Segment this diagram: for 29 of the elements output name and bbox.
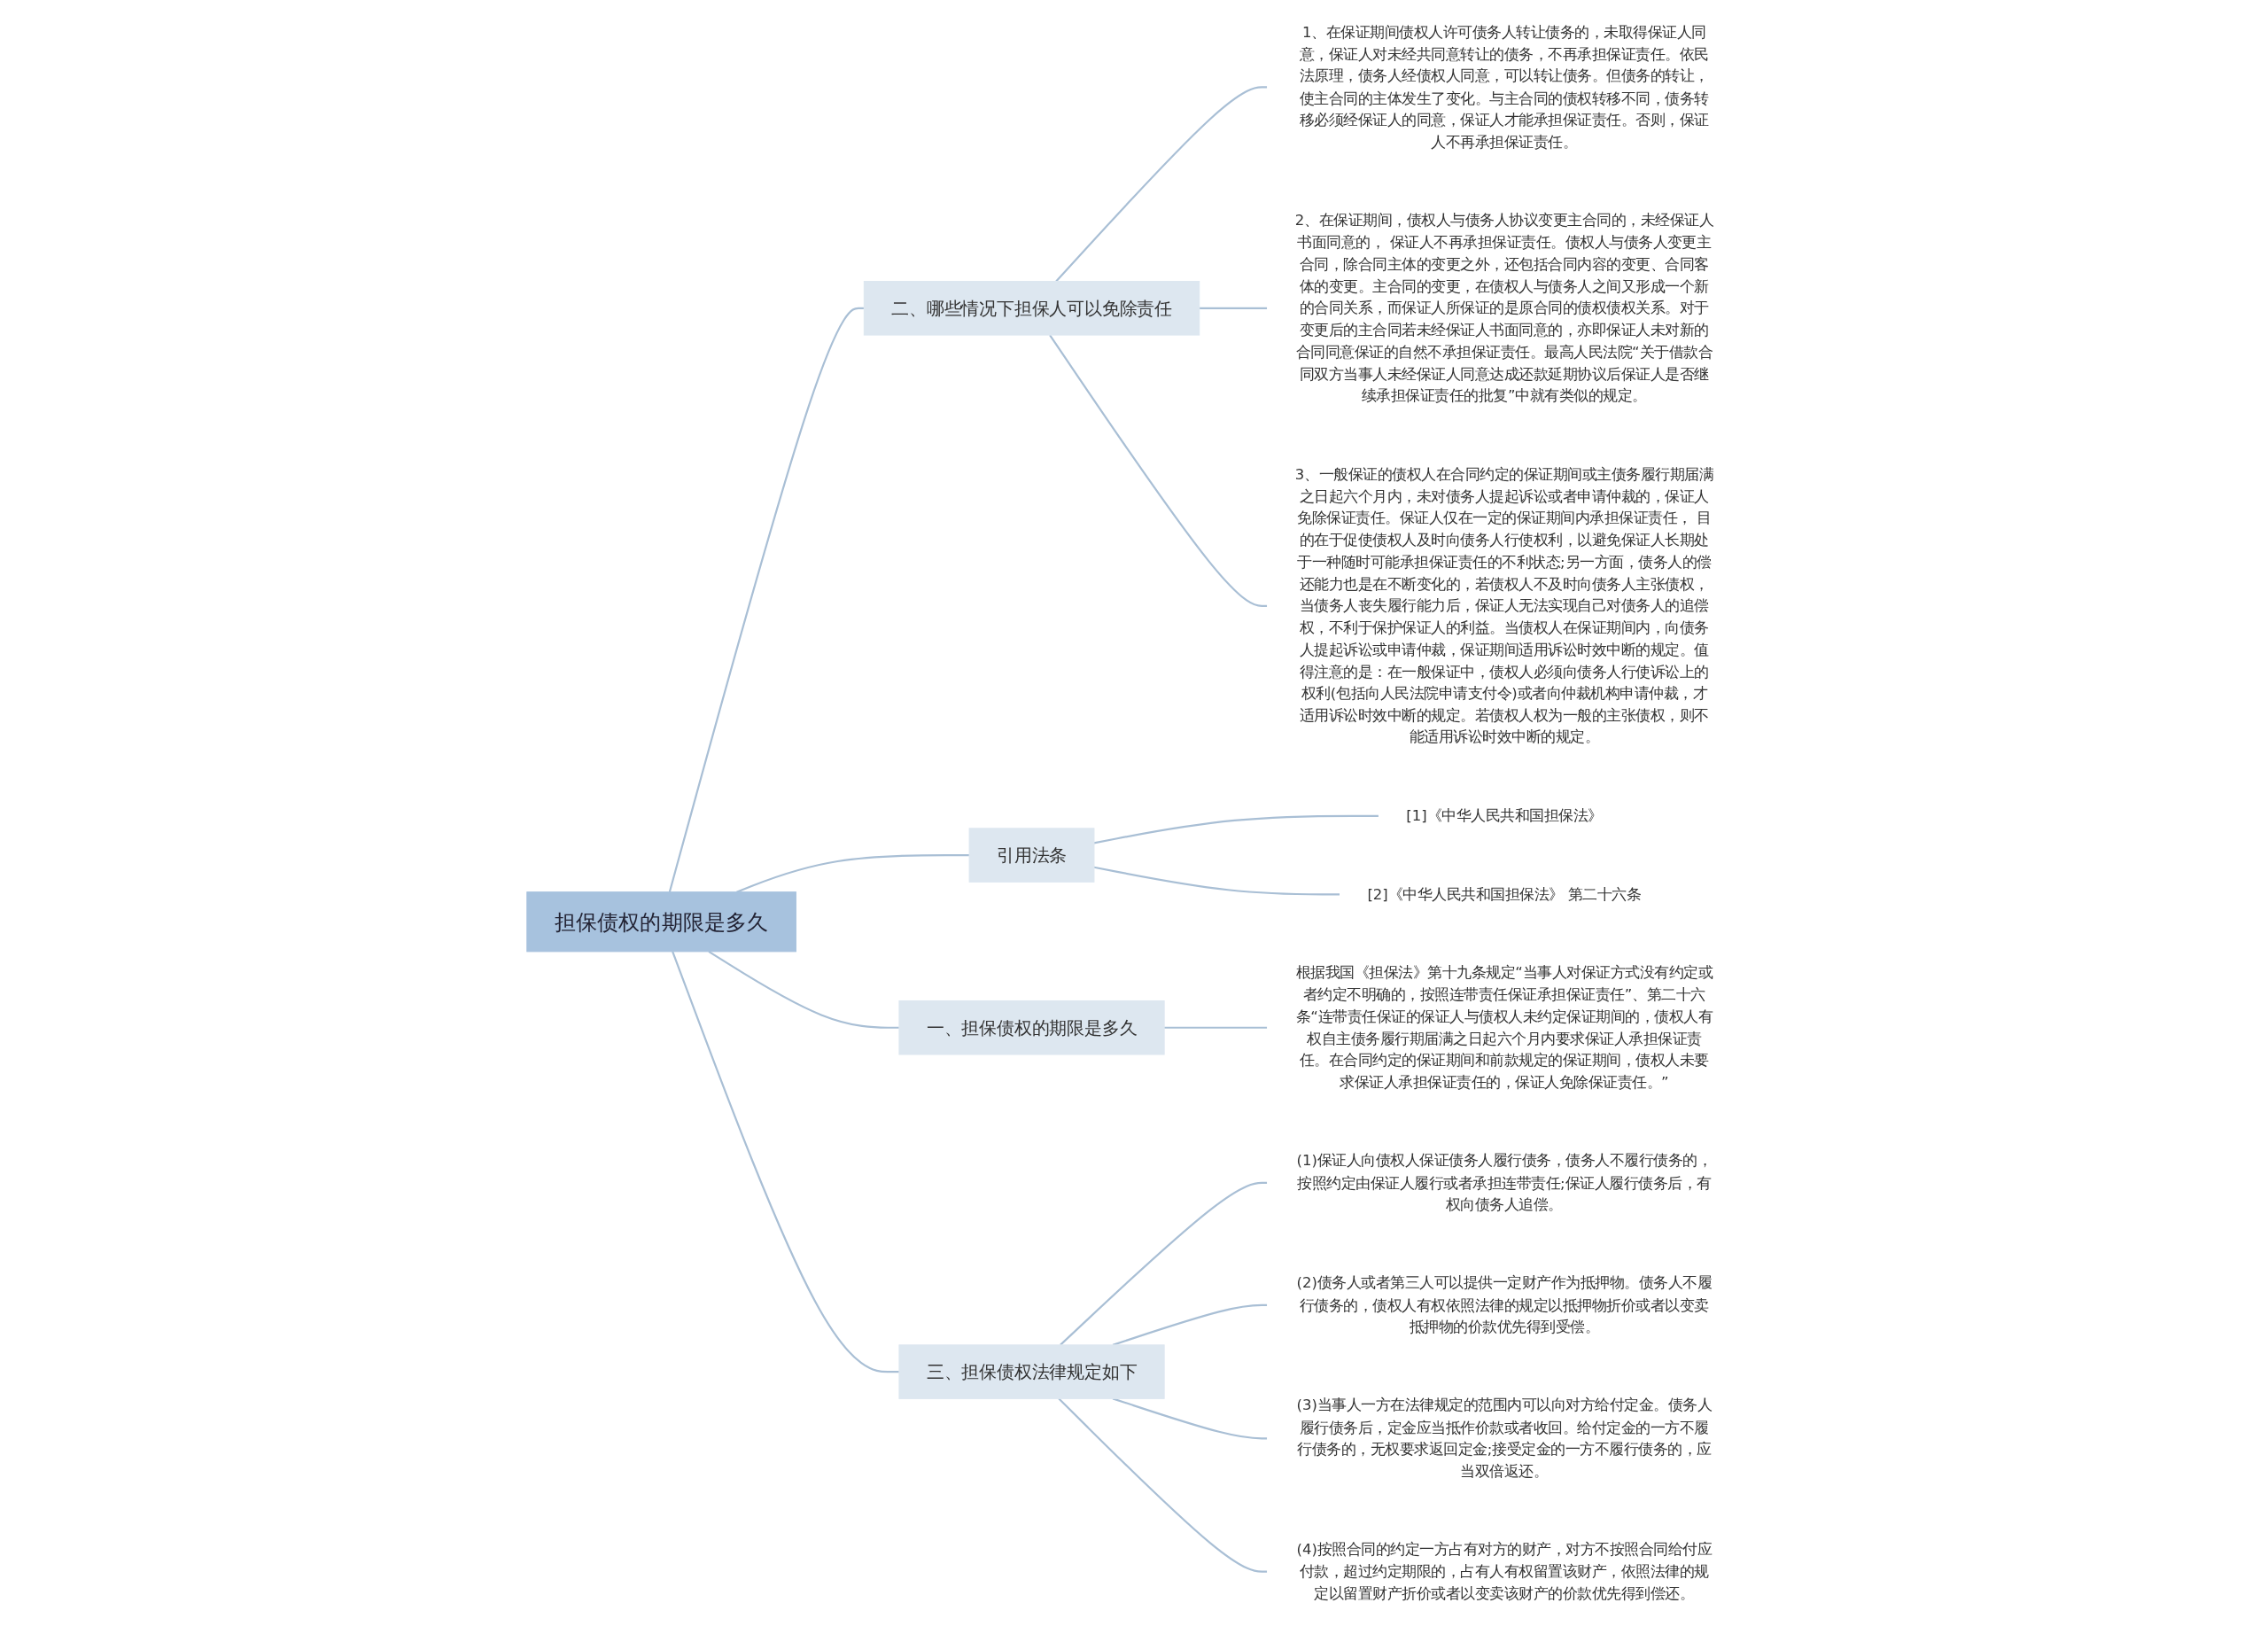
node-box: 一、担保债权的期限是多久 bbox=[898, 1000, 1165, 1055]
connector bbox=[1058, 1397, 1268, 1573]
node-text: 2、在保证期间，债权人与债务人协议变更主合同的，未经保证人书面同意的， 保证人不再承担保证责任。债权人与债务人变更主合同，除合同主体的变更之外，还包括合同内容的变更、合同客体的变更。主合同的变更，在债权人与债务人之间又形成一个新的合同关系，而保证人所保证的是原合同的债权债权关系。对于变更后的主合同若未经保证人书面同意的，亦即保证人未对新的合同同意保证的自然不承担保证责任。最高人民法院“关于借款合同双方当事人未经保证人同意达成还款延期协议后保证人是否继续承担保证责任的批复”中就有类似的规定。 bbox=[1294, 211, 1714, 405]
connector bbox=[1093, 866, 1340, 896]
node-text: (4)按照合同的约定一方占有对方的财产，对方不按照合同给付应付款，超过约定期限的，占有人有权留置该财产，依照法律的规定以留置财产折价或者以变卖该财产的价款优先得到偿还。 bbox=[1296, 1540, 1713, 1603]
node-text: (2)债务人或者第三人可以提供一定财产作为抵押物。债务人不履行债务的，债权人有权依照法律的规定以抵押物折价或者以变卖抵押物的价款优先得到受偿。 bbox=[1296, 1273, 1713, 1336]
node-text: [1]《中华人民共和国担保法》 bbox=[1406, 806, 1603, 825]
connector bbox=[1049, 334, 1268, 607]
connector bbox=[1060, 1181, 1268, 1346]
connector bbox=[1199, 307, 1268, 309]
node-text: (3)当事人一方在法律规定的范围内可以向对方给付定金。债务人履行债务后，定金应当抵作价款或者收回。给付定金的一方不履行债务的，无权要求返回定金;接受定金的一方不履行债务的，应当双倍返还。 bbox=[1296, 1396, 1713, 1481]
node-box: 三、担保债权法律规定如下 bbox=[898, 1344, 1165, 1399]
node-box: 担保债权的期限是多久 bbox=[526, 891, 796, 953]
node-text: [2]《中华人民共和国担保法》 第二十六条 bbox=[1367, 885, 1642, 903]
node-text: 3、一般保证的债权人在合同约定的保证期间或主债务履行期届满之日起六个月内，未对债务人提起诉讼或者申请仲裁的，保证人免除保证责任。保证人仅在一定的保证期间内承担保证责任， 目的在于促使债权人及时向债务人行使权利，以避免保证人长期处于一种随时可能承担保证责任的不利状态;另一方面，债务人的偿还能力也是在不断变化的，若债权人不及时向债务人主张债权，当债务人丧失履行能力后，保证人无法实现自己对债务人的追偿权，不利于保护保证人的利益。当债权人在保证期间内，向债务人提起诉讼或申请仲裁，保证期间适用诉讼时效中断的规定。值得注意的是：在一般保证中，债权人必须向债务人行使诉讼上的权利(包括向人民法院申请支付令)或者向仲裁机构申请仲裁，才适用诉讼时效中断的规定。若债权人权为一般的主张债权，则不能适用诉讼时效中断的规定。 bbox=[1294, 465, 1714, 746]
connector bbox=[668, 307, 865, 892]
connector bbox=[672, 951, 899, 1373]
node-text: 1、在保证期间债权人许可债务人转让债务的，未取得保证人同意，保证人对未经共同意转让的债务，不再承担保证责任。依民法原理，债务人经债权人同意，可以转让债务。但债务的转让，使主合同的主体发生了变化。与主合同的债权转移不同，债务转移必须经保证人的同意，保证人才能承担保证责任。否则，保证人不再承担保证责任。 bbox=[1299, 23, 1709, 151]
connector bbox=[1093, 814, 1379, 844]
connector bbox=[1164, 1026, 1268, 1029]
connector bbox=[1112, 1397, 1268, 1440]
connector bbox=[1112, 1303, 1268, 1346]
node-text: 根据我国《担保法》第十九条规定“当事人对保证方式没有约定或者约定不明确的，按照连带责任保证承担保证责任”、第二十六条“连带责任保证的保证人与债权人未约定保证期间的，债权人有权自主债务履行期届满之日起六个月内要求保证人承担保证责任。在合同约定的保证期间和前款规定的保证期间，债权人未要求保证人承担保证责任的，保证人免除保证责任。” bbox=[1295, 963, 1713, 1092]
connector bbox=[708, 950, 899, 1029]
node-text: (1)保证人向债权人保证债务人履行债务，债务人不履行债务的，按照约定由保证人履行或者承担连带责任;保证人履行债务后，有权向债务人追偿。 bbox=[1296, 1151, 1713, 1214]
node-box: 引用法条 bbox=[968, 828, 1095, 883]
connector bbox=[736, 853, 970, 893]
connector bbox=[1055, 86, 1268, 283]
node-box: 二、哪些情况下担保人可以免除责任 bbox=[863, 281, 1200, 336]
